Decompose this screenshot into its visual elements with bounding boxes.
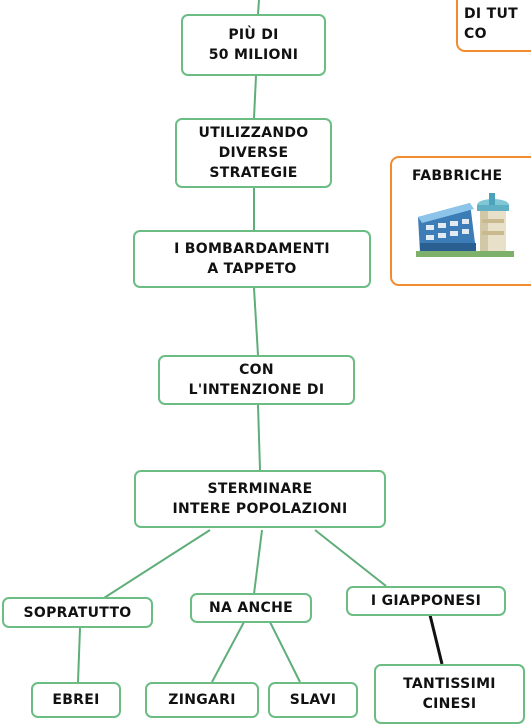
node-zingari[interactable]: ZINGARI [145,682,259,718]
node-utilizzando-label: UTILIZZANDO DIVERSE STRATEGIE [198,125,309,181]
node-intenzione-label: CON L'INTENZIONE DI [188,362,325,398]
node-piu-di-50-milioni[interactable]: PIÙ DI 50 MILIONI [181,14,326,76]
node-con-intenzione[interactable]: CON L'INTENZIONE DI [158,355,355,405]
node-tantissimi-label: TANTISSIMI CINESI [403,676,496,712]
node-sterminare[interactable]: STERMINARE INTERE POPOLAZIONI [134,470,386,528]
node-piu-di-label: PIÙ DI 50 MILIONI [208,27,299,63]
node-di-tutti-label: DI TUT CO [464,6,518,42]
node-giapponesi-label: I GIAPPONESI [370,593,482,609]
link-bombardamenti-intenzione [253,287,259,356]
node-utilizzando-diverse-strategie[interactable]: UTILIZZANDO DIVERSE STRATEGIE [175,118,332,188]
node-sopratutto[interactable]: SOPRATUTTO [2,597,153,628]
node-bombardamenti[interactable]: I BOMBARDAMENTI A TAPPETO [133,230,371,288]
node-di-tutti[interactable]: DI TUT CO [456,0,531,52]
node-ebrei-label: EBREI [52,692,100,708]
link-na-anche-zingari [211,621,245,683]
node-i-giapponesi[interactable]: I GIAPPONESI [346,586,506,616]
link-sopratutto-ebrei [77,627,81,683]
link-piu-utilizzando [253,75,257,119]
node-sopratutto-label: SOPRATUTTO [23,604,132,621]
node-na-anche-label: NA ANCHE [209,600,293,616]
node-na-anche[interactable]: NA ANCHE [190,593,312,623]
link-intenzione-sterminare [257,404,261,471]
node-fabbriche-label: FABBRICHE [412,168,503,184]
link-top-piu [257,0,260,15]
node-sterminare-label: STERMINARE INTERE POPOLAZIONI [172,481,348,517]
node-zingari-label: ZINGARI [168,692,236,708]
node-ebrei[interactable]: EBREI [31,682,121,718]
link-sterminare-sopratutto [103,529,211,599]
node-slavi-label: SLAVI [289,692,337,708]
link-sterminare-na-anche [253,529,263,595]
link-giapponesi-tantissimi [428,614,444,665]
node-slavi[interactable]: SLAVI [268,682,358,718]
link-sterminare-giapponesi [314,529,387,587]
link-na-anche-slavi [269,621,301,683]
node-tantissimi-cinesi[interactable]: TANTISSIMI CINESI [374,664,525,724]
factory-icon [416,193,514,257]
node-bombardamenti-label: I BOMBARDAMENTI A TAPPETO [174,241,330,277]
